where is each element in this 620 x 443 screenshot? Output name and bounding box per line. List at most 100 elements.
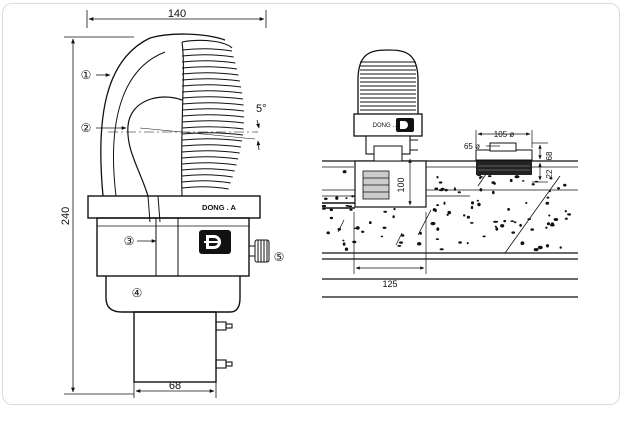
aggregate-dot: [453, 187, 456, 191]
aggregate-dot: [349, 208, 353, 211]
fresnel-lens: [181, 39, 233, 197]
callout-1: ①: [81, 68, 92, 82]
aggregate-dot: [321, 204, 327, 208]
aggregate-dot: [435, 238, 440, 241]
aggregate-dot: [430, 221, 436, 226]
aggregate-dot: [393, 207, 396, 211]
aggregate-dot: [495, 227, 499, 231]
aggregate-dot: [361, 230, 365, 233]
aggregate-dot: [511, 231, 515, 234]
aggregate-dot: [344, 247, 349, 251]
dome-outline: [100, 33, 226, 197]
aggregate-dot: [527, 218, 532, 221]
aggregate-dot: [503, 219, 507, 223]
lens-rib: [181, 156, 239, 160]
aggregate-dot: [399, 241, 403, 244]
aggregate-dot: [446, 213, 449, 216]
aggregate-dot: [397, 245, 402, 247]
small-brand-text: DONG . A: [373, 123, 400, 129]
aggregate-dot: [382, 226, 387, 229]
aggregate-dot: [567, 213, 572, 216]
aggregate-dot: [392, 215, 395, 219]
aggregate-dot: [443, 201, 446, 205]
aggregate-dot: [549, 224, 555, 227]
aggregate-dot: [546, 196, 550, 199]
lens-rib: [181, 102, 244, 106]
lens-rib: [181, 96, 244, 100]
aggregate-dot: [537, 245, 543, 250]
lamp-bulb: [127, 96, 183, 197]
aggregate-dot: [417, 242, 422, 246]
base-width-label: 68: [169, 380, 181, 392]
lens-rib: [181, 150, 240, 154]
lens-rib: [181, 180, 231, 184]
aggregate-dot: [351, 195, 354, 198]
drawing-panel: [2, 3, 620, 405]
aggregate-dot: [329, 208, 333, 212]
aggregate-dot: [479, 188, 483, 192]
aggregate-dot: [326, 231, 330, 235]
aggregate-dot: [545, 201, 550, 205]
height-68-label: 68: [545, 151, 554, 160]
aggregate-dot: [545, 226, 548, 229]
aggregate-dot: [438, 181, 443, 184]
lens-rib: [181, 132, 243, 136]
aggregate-dot: [500, 224, 505, 228]
lens-rib: [181, 162, 237, 166]
aggregate-dot: [434, 187, 439, 190]
aggregate-dot: [457, 191, 461, 194]
lens-rib: [181, 126, 244, 130]
flush-fixture: [476, 161, 532, 175]
aggregate-dot: [553, 218, 559, 221]
aggregate-dot: [521, 180, 525, 182]
aggregate-dot: [342, 239, 345, 242]
aggregate-dot: [337, 227, 341, 231]
lens-rib: [181, 108, 244, 112]
lens-rib: [181, 174, 233, 178]
aggregate-dot: [476, 199, 479, 202]
aggregate-dot: [470, 222, 474, 224]
callout-2: ②: [81, 121, 92, 135]
width-125-label: 125: [382, 279, 397, 289]
aggregate-dot: [487, 175, 492, 178]
lens-rib: [181, 90, 243, 94]
aggregate-dot: [355, 226, 360, 230]
aggregate-dot: [368, 221, 372, 225]
aggregate-dot: [345, 197, 348, 200]
aggregate-dot: [546, 222, 551, 226]
callout-5: ⑤: [274, 250, 285, 264]
aggregate-dot: [509, 178, 513, 183]
aggregate-dot: [383, 210, 388, 213]
aggregate-dot: [471, 201, 474, 205]
aggregate-dot: [548, 214, 551, 217]
aggregate-dot: [548, 190, 551, 193]
aggregate-dot: [342, 170, 347, 174]
lens-rib: [181, 66, 238, 70]
aggregate-dot: [438, 189, 444, 192]
aggregate-dot: [514, 175, 520, 179]
lens-rib: [181, 78, 240, 82]
aggregate-dot: [347, 205, 353, 208]
aggregate-dot: [380, 235, 384, 238]
aggregate-dot: [514, 221, 517, 224]
width-label: 140: [168, 8, 186, 20]
aggregate-dot: [519, 223, 522, 227]
aggregate-dot: [436, 227, 440, 231]
aggregate-dot: [419, 231, 422, 235]
aggregate-dot: [507, 208, 510, 211]
aggregate-dot: [342, 242, 346, 246]
aggregate-dot: [564, 217, 568, 220]
depth-label: 100: [396, 177, 406, 192]
aggregate-dot: [564, 210, 567, 213]
height-22-label: 22: [545, 169, 554, 178]
aggregate-dot: [494, 225, 497, 228]
aggregate-dot: [447, 210, 452, 215]
aggregate-dot: [520, 241, 525, 245]
aggregate-dot: [557, 187, 560, 190]
left-view: [64, 10, 270, 398]
aggregate-dot: [432, 208, 437, 212]
aggregate-dot: [401, 234, 405, 237]
brand-text: DONG . A: [202, 203, 236, 212]
aggregate-dot: [493, 182, 496, 185]
lens-rib: [181, 138, 243, 142]
